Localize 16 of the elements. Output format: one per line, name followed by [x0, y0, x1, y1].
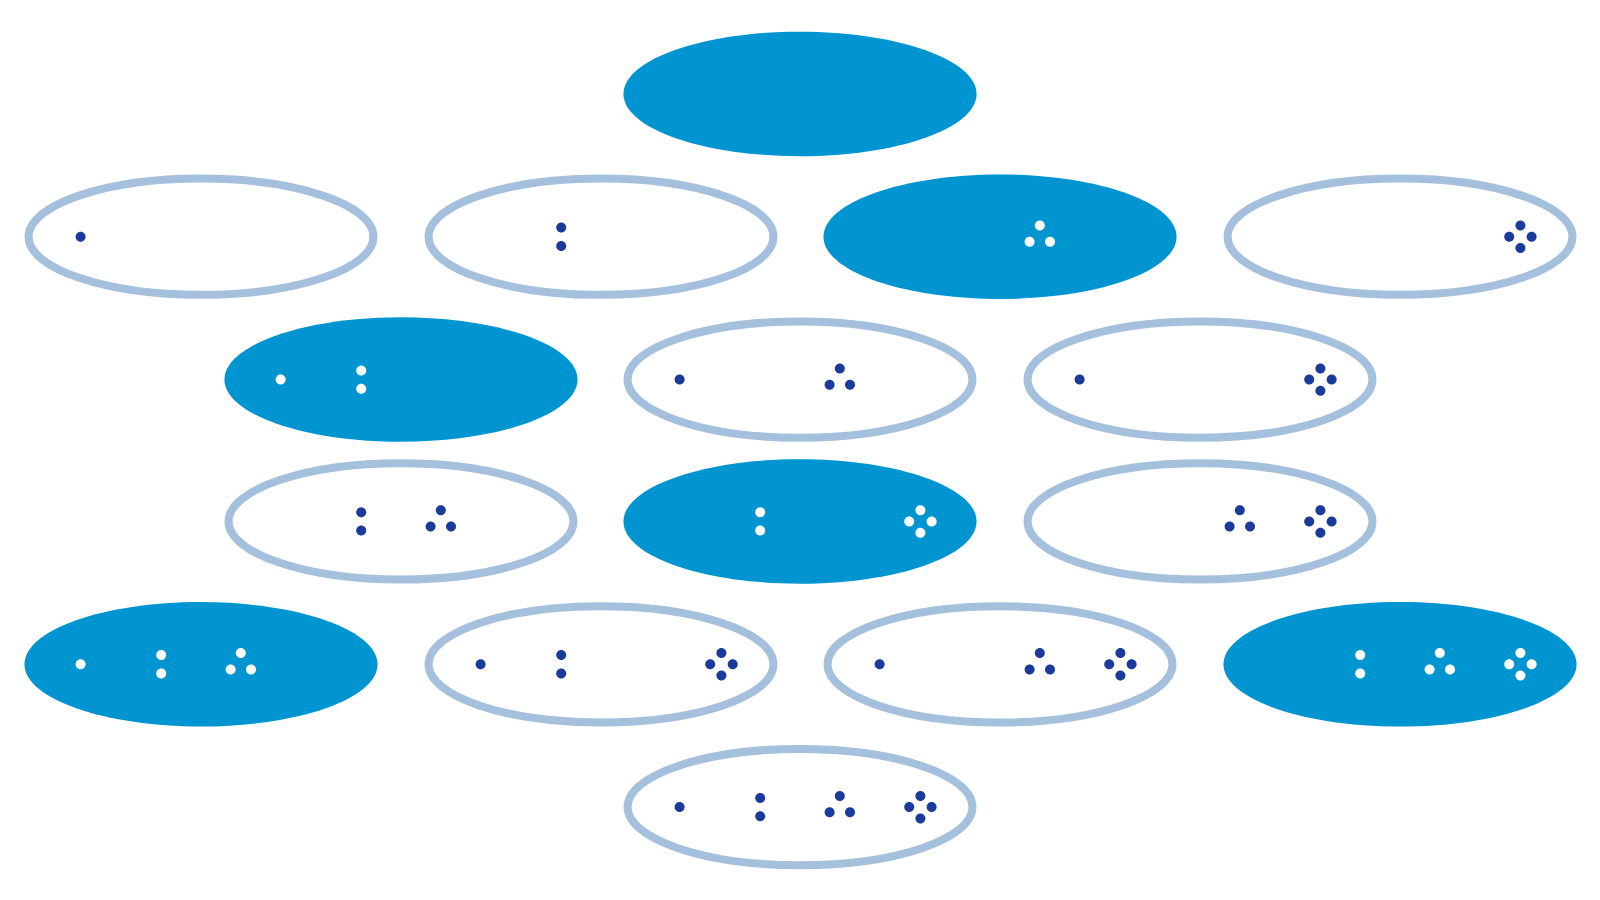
filled-ellipse	[1223, 602, 1577, 727]
filled-ellipse	[623, 31, 977, 157]
filled-ellipse	[224, 317, 578, 442]
filled-ellipse	[823, 174, 1177, 299]
outlined-ellipse	[424, 174, 778, 299]
outlined-ellipse	[24, 174, 378, 299]
filled-ellipse	[24, 602, 378, 727]
outlined-ellipse	[823, 602, 1177, 727]
outlined-ellipse	[1223, 174, 1577, 299]
outlined-ellipse	[623, 744, 977, 870]
outlined-ellipse	[424, 602, 778, 727]
outlined-ellipse	[224, 459, 578, 584]
outlined-ellipse	[1023, 459, 1377, 584]
outlined-ellipse	[1023, 317, 1377, 442]
filled-ellipse	[623, 459, 977, 584]
outlined-ellipse	[623, 317, 977, 442]
